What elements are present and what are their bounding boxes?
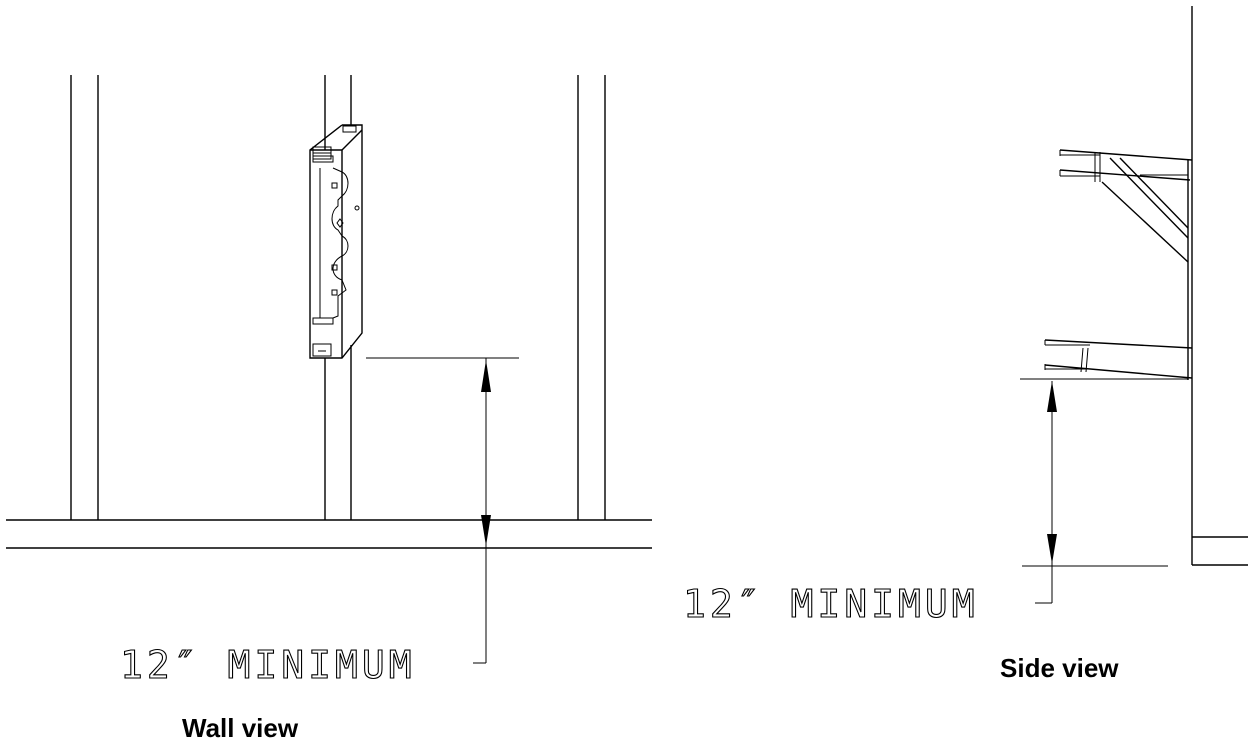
left-stud <box>70 75 99 520</box>
side-bracket <box>1044 149 1193 380</box>
side-view-caption: Side view <box>1000 653 1119 683</box>
wall-view-caption: Wall view <box>182 713 299 743</box>
side-dimension: 12″ MINIMUM <box>682 378 1188 627</box>
wall-bracket <box>309 124 363 359</box>
wall-dimension-label: 12″ MINIMUM <box>120 643 416 687</box>
side-dimension-label: 12″ MINIMUM <box>683 582 979 626</box>
wall-dimension: 12″ MINIMUM <box>119 357 519 688</box>
side-view: 12″ MINIMUM Side view <box>682 6 1248 683</box>
floor-plate <box>6 519 652 549</box>
side-wall <box>1191 6 1248 566</box>
dimension-arrow-down <box>481 515 491 546</box>
center-stud <box>324 75 352 520</box>
wall-view: 12″ MINIMUM Wall view <box>6 75 652 743</box>
right-stud <box>577 75 606 520</box>
dimension-arrow-up <box>481 360 491 392</box>
dimension-arrow-down <box>1047 534 1057 564</box>
dimension-arrow-up <box>1047 381 1057 412</box>
